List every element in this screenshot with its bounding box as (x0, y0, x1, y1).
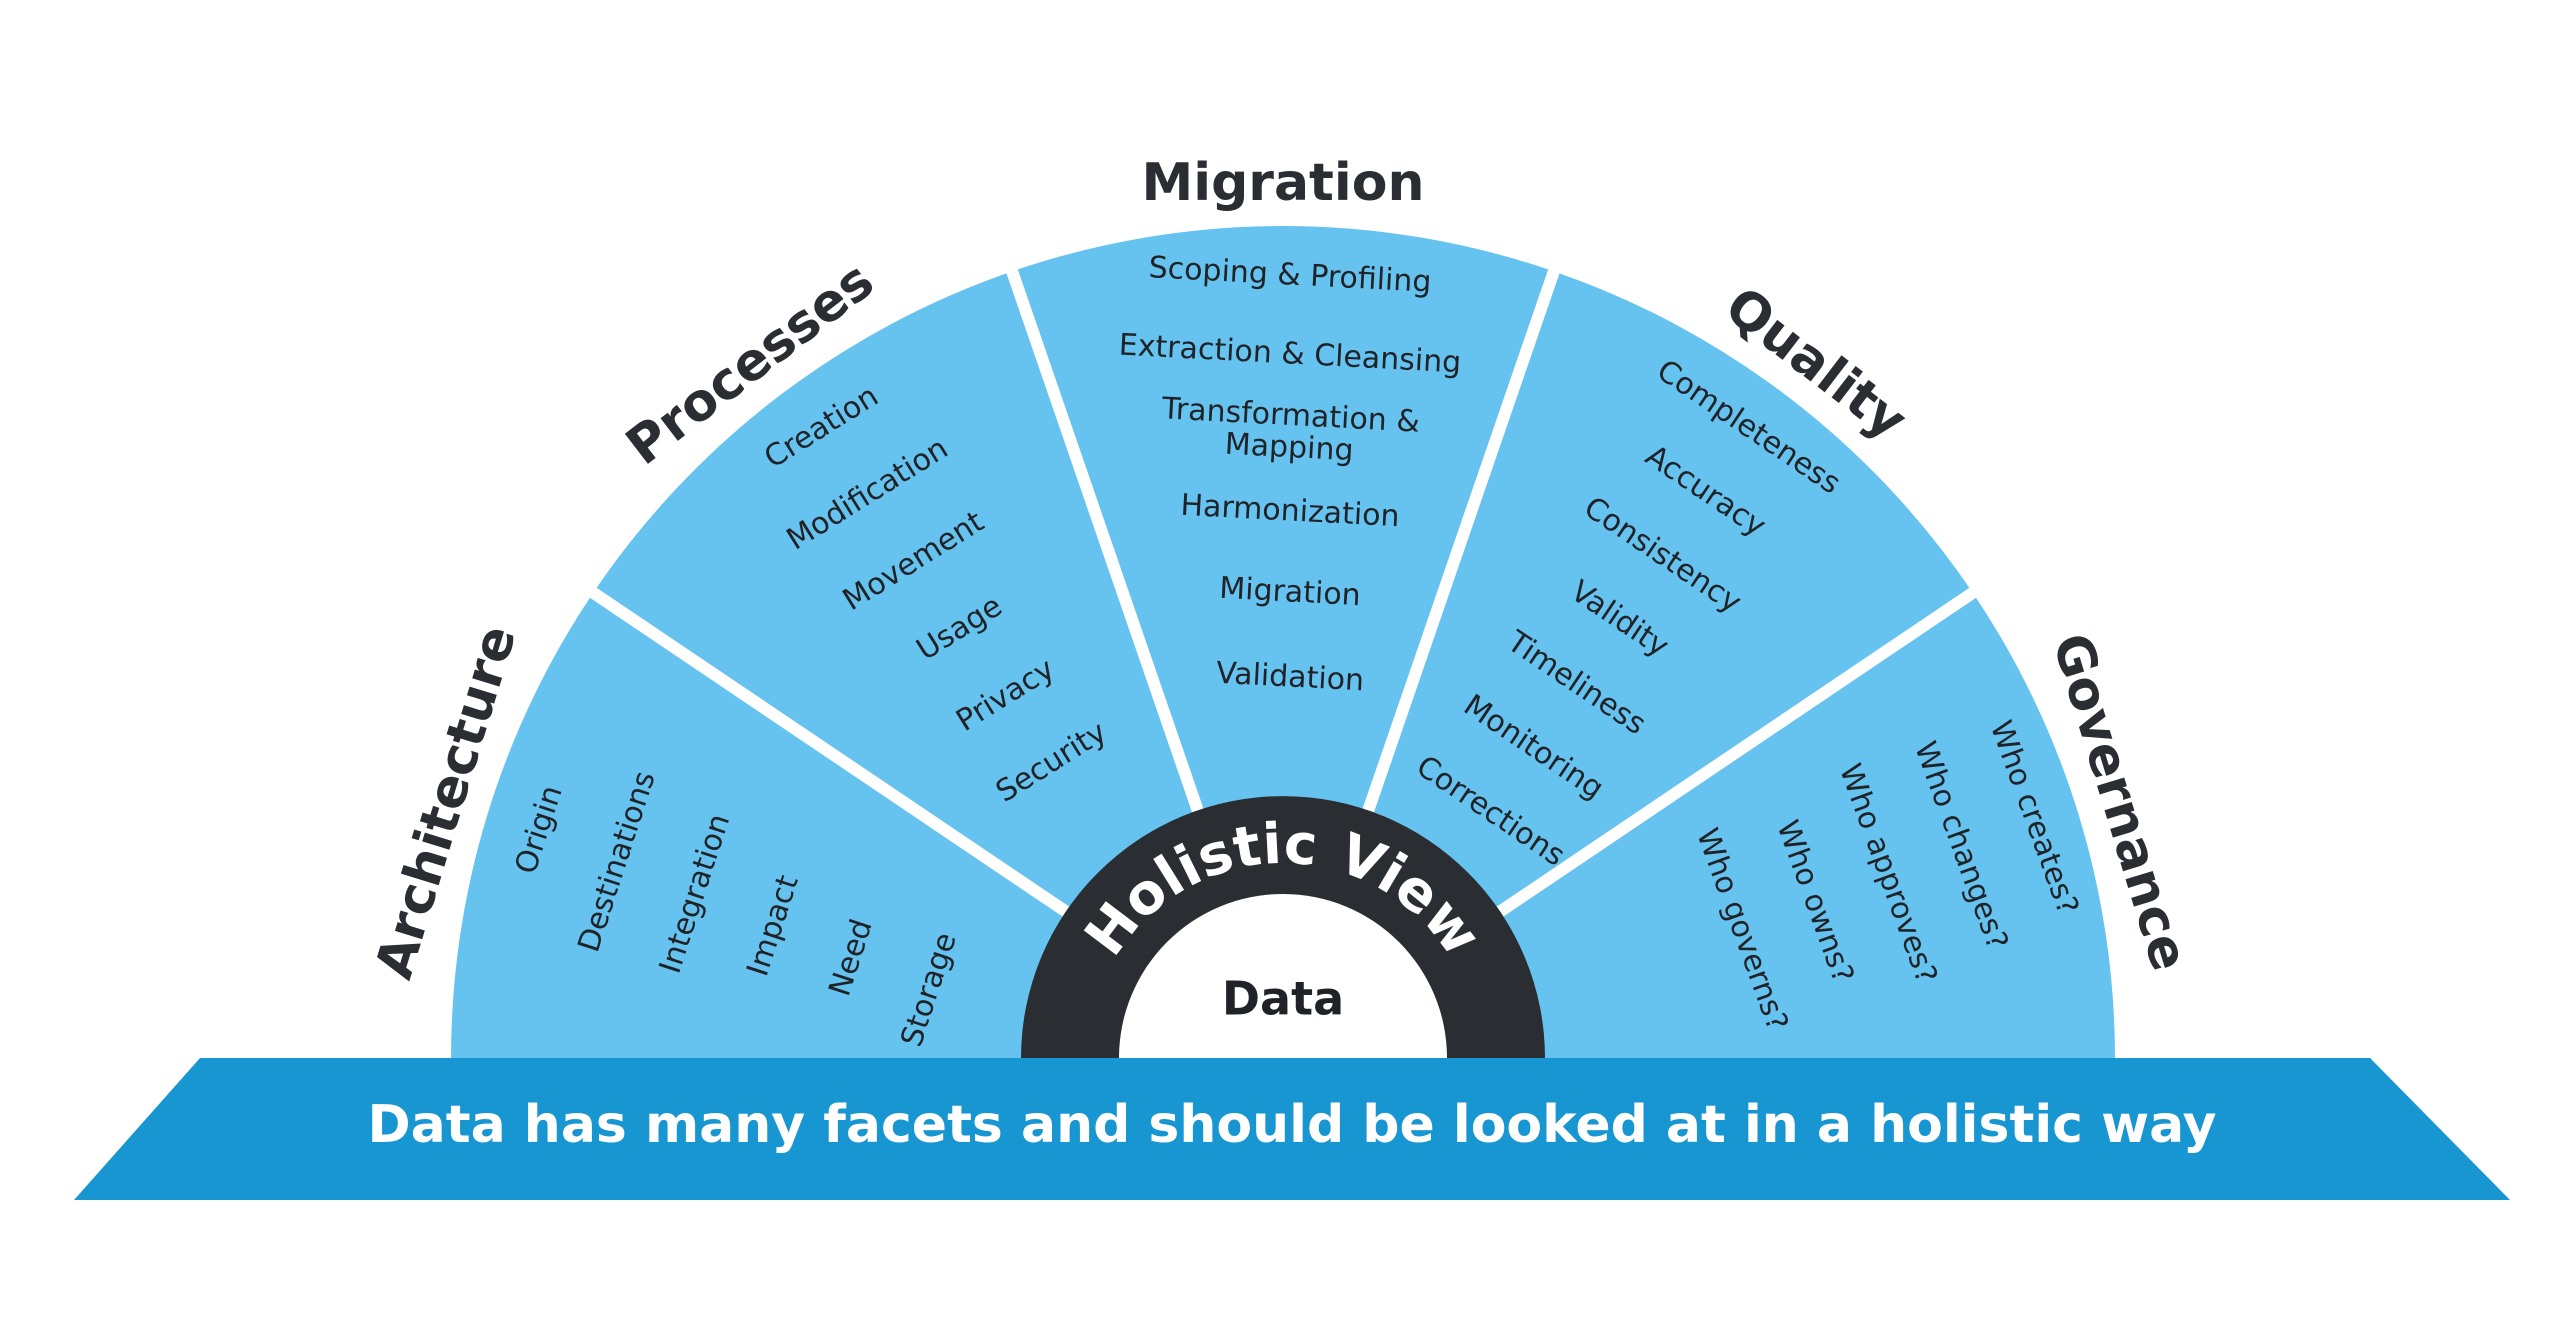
migration-item: Migration (1219, 571, 1362, 613)
data-center-circle (1119, 894, 1447, 1058)
sector-migration (1012, 226, 1554, 1059)
sector-divider (1362, 263, 1562, 813)
migration-item: Validation (1215, 656, 1365, 699)
banner-trapezoid (74, 1058, 2510, 1200)
sector-divider (1496, 584, 1982, 917)
sector-divider (1004, 263, 1204, 813)
banner-text: Data has many facets and should be looke… (368, 1095, 2217, 1155)
sector-dividers (584, 263, 1982, 917)
sector-title-migration: Migration (1142, 153, 1425, 213)
data-center-label: Data (1222, 972, 1344, 1026)
sector-divider (584, 584, 1070, 917)
